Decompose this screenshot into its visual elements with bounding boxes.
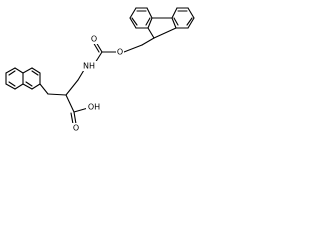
fluorene-group: [129, 7, 195, 39]
carbamate-carbonyl-oxygen-label: O: [91, 35, 97, 44]
carbamate-linker: [92, 37, 155, 64]
atom-labels: O O NH OH O: [72, 34, 124, 133]
nh-label: NH: [83, 62, 95, 71]
ether-oxygen-label: O: [117, 48, 123, 57]
amino-acid-backbone: [39, 69, 89, 125]
acid-carbonyl-oxygen-label: O: [73, 124, 79, 133]
hydroxyl-label: OH: [88, 103, 100, 112]
chemical-structure-diagram: O O NH OH O: [5, 7, 195, 133]
naphthalene-group: [5, 67, 41, 90]
